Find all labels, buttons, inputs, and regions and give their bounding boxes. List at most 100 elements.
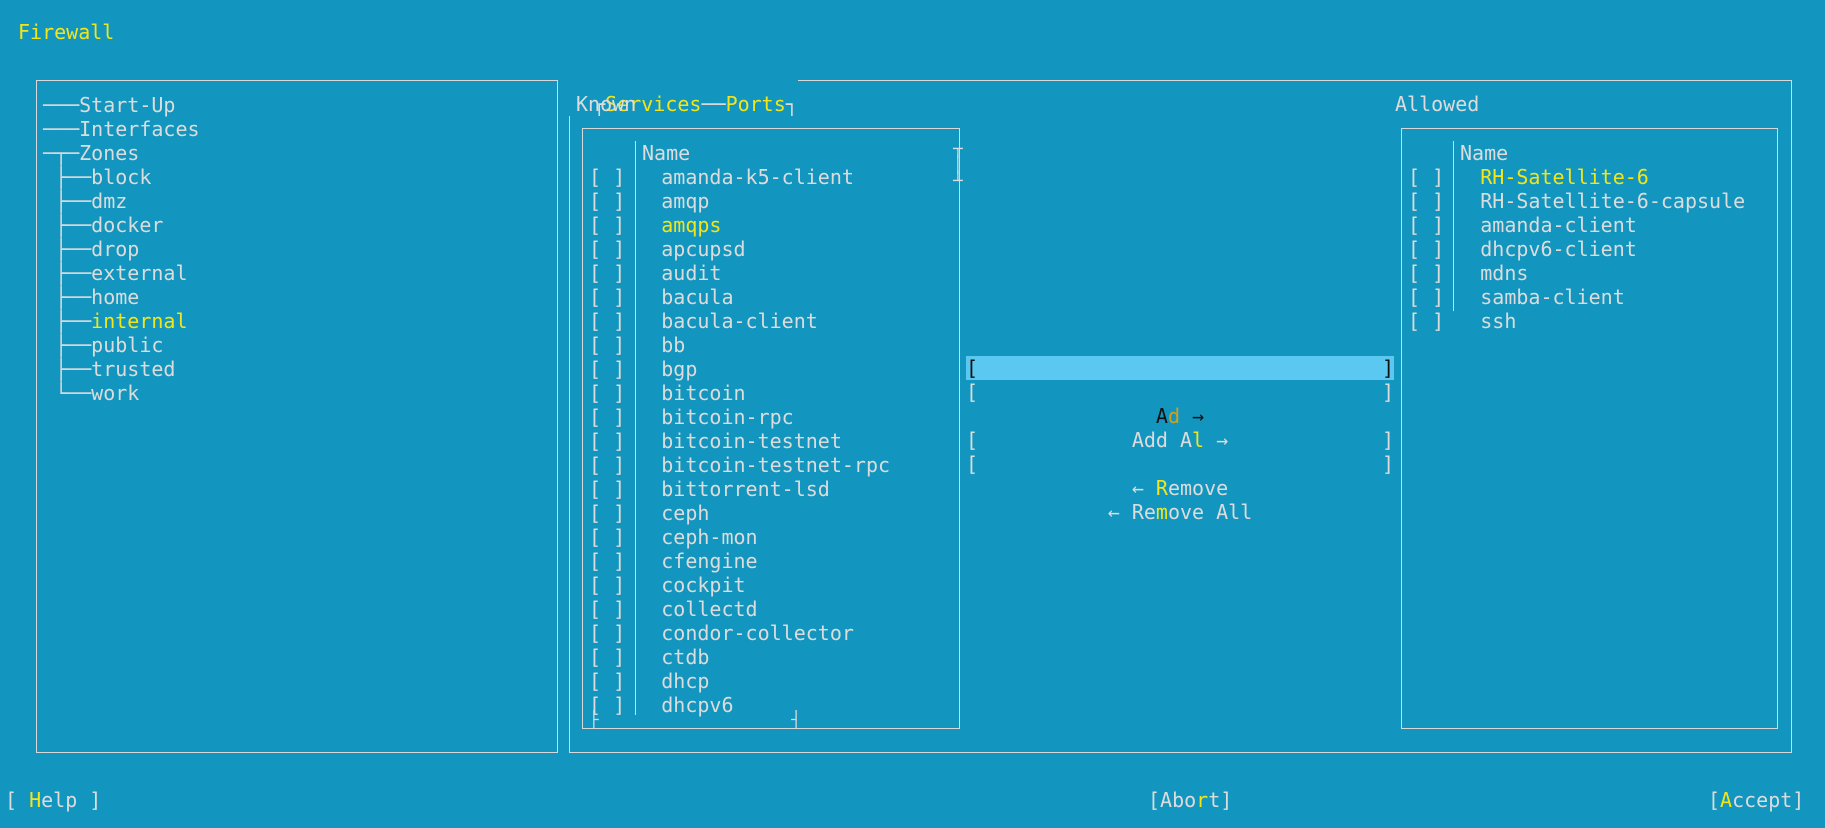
checkbox[interactable]: [ ] (589, 621, 626, 645)
horizontal-scrollbar[interactable]: ├ ┤ (589, 710, 801, 729)
tree-item-public[interactable]: ├──public (43, 333, 164, 357)
list-item[interactable]: [ ] amanda-client (1408, 213, 1745, 237)
list-item[interactable]: [ ] samba-client (1408, 285, 1745, 309)
accept-button[interactable]: [Accept] (1708, 788, 1805, 812)
checkbox[interactable]: [ ] (589, 381, 626, 405)
tree-item-zones[interactable]: ─┬─Zones (43, 141, 140, 165)
checkbox[interactable]: [ ] (589, 405, 626, 429)
checkbox[interactable]: [ ] (589, 453, 626, 477)
checkbox[interactable]: [ ] (589, 477, 626, 501)
remove-all-button[interactable]: [ ← Remove All ] (966, 452, 1394, 524)
list-item[interactable]: [ ] dhcpv6-client (1408, 237, 1745, 261)
list-item[interactable]: [ ] dhcp (589, 669, 890, 693)
list-item[interactable]: [ ] bitcoin-testnet (589, 429, 890, 453)
service-name: RH-Satellite-6 (1480, 165, 1649, 189)
list-item[interactable]: [ ] bacula-client (589, 309, 890, 333)
abort-button[interactable]: [Abort] (1148, 788, 1233, 812)
list-item[interactable]: [ ] RH-Satellite-6-capsule (1408, 189, 1745, 213)
tree-item-label: external (91, 261, 188, 285)
list-item[interactable]: [ ] ceph-mon (589, 525, 890, 549)
list-item[interactable]: [ ] mdns (1408, 261, 1745, 285)
add-all-button[interactable]: [ Add Al → ] (966, 380, 1394, 452)
list-item[interactable]: [ ] ceph (589, 501, 890, 525)
checkbox[interactable]: [ ] (1408, 189, 1445, 213)
remove-button[interactable]: [ ← Remove ] (966, 428, 1394, 500)
tree-item-block[interactable]: ├──block (43, 165, 152, 189)
checkbox[interactable]: [ ] (589, 645, 626, 669)
tree-item-dmz[interactable]: ├──dmz (43, 189, 128, 213)
tree-item-drop[interactable]: ├──drop (43, 237, 140, 261)
tree-item-external[interactable]: ├──external (43, 261, 188, 285)
checkbox[interactable]: [ ] (589, 429, 626, 453)
checkbox[interactable]: [ ] (589, 525, 626, 549)
service-name: ceph-mon (661, 525, 758, 549)
add-button[interactable]: [ Ad → ] (966, 356, 1394, 428)
list-item[interactable]: [ ] cockpit (589, 573, 890, 597)
allowed-services-list[interactable]: Name [ ] RH-Satellite-6[ ] RH-Satellite-… (1401, 128, 1778, 729)
checkbox[interactable]: [ ] (1408, 213, 1445, 237)
list-item[interactable]: [ ] RH-Satellite-6 (1408, 165, 1745, 189)
list-item[interactable]: [ ] bb (589, 333, 890, 357)
list-item[interactable]: [ ] bacula (589, 285, 890, 309)
tree-item-trusted[interactable]: ├──trusted (43, 357, 176, 381)
services-panel (569, 80, 1792, 753)
checkbox[interactable]: [ ] (589, 213, 626, 237)
tree-item-interfaces[interactable]: ───Interfaces (43, 117, 200, 141)
checkbox[interactable]: [ ] (589, 165, 626, 189)
vertical-scrollbar[interactable]: ┬ │ ┴ (953, 139, 963, 190)
list-item[interactable]: [ ] bgp (589, 357, 890, 381)
checkbox[interactable]: [ ] (589, 669, 626, 693)
checkbox[interactable]: [ ] (589, 573, 626, 597)
service-name: RH-Satellite-6-capsule (1480, 189, 1746, 213)
checkbox[interactable]: [ ] (589, 285, 626, 309)
checkbox[interactable]: [ ] (589, 237, 626, 261)
checkbox[interactable]: [ ] (589, 189, 626, 213)
checkbox[interactable]: [ ] (1408, 165, 1445, 189)
checkbox[interactable]: [ ] (589, 549, 626, 573)
list-item[interactable]: [ ] bitcoin (589, 381, 890, 405)
checkbox[interactable]: [ ] (589, 261, 626, 285)
help-button[interactable]: [ Help ] (5, 788, 102, 812)
checkbox[interactable]: [ ] (1408, 237, 1445, 261)
tree-item-internal[interactable]: ├──internal (43, 309, 188, 333)
list-item[interactable]: [ ] ctdb (589, 645, 890, 669)
list-item[interactable]: [ ] bittorrent-lsd (589, 477, 890, 501)
service-name: bacula (661, 285, 734, 309)
checkbox[interactable]: [ ] (589, 501, 626, 525)
list-item[interactable]: [ ] amanda-k5-client (589, 165, 890, 189)
checkbox[interactable]: [ ] (1408, 285, 1445, 309)
service-name: condor-collector (661, 621, 854, 645)
checkbox[interactable]: [ ] (589, 693, 626, 717)
tree-item-start-up[interactable]: ───Start-Up (43, 93, 176, 117)
list-item[interactable]: [ ] ssh (1408, 309, 1745, 333)
checkbox[interactable]: [ ] (589, 597, 626, 621)
checkbox[interactable]: [ ] (1408, 261, 1445, 285)
service-name: apcupsd (661, 237, 746, 261)
tab-services[interactable]: Services (605, 92, 702, 116)
checkbox[interactable]: [ ] (1408, 309, 1445, 333)
service-name: cockpit (661, 573, 746, 597)
checkbox[interactable]: [ ] (589, 357, 626, 381)
list-item[interactable]: [ ] apcupsd (589, 237, 890, 261)
tab-ports[interactable]: Ports (725, 92, 786, 116)
list-item[interactable]: [ ] condor-collector (589, 621, 890, 645)
tree-item-label: dmz (91, 189, 128, 213)
list-item[interactable]: [ ] collectd (589, 597, 890, 621)
list-item[interactable]: [ ] bitcoin-testnet-rpc (589, 453, 890, 477)
list-item[interactable]: [ ] bitcoin-rpc (589, 405, 890, 429)
list-item[interactable]: [ ] cfengine (589, 549, 890, 573)
list-item[interactable]: [ ] dhcpv6 (589, 693, 890, 717)
list-item[interactable]: [ ] amqp (589, 189, 890, 213)
tree-item-label: public (91, 333, 164, 357)
list-item[interactable]: [ ] audit (589, 261, 890, 285)
tree-item-docker[interactable]: ├──docker (43, 213, 164, 237)
checkbox[interactable]: [ ] (589, 309, 626, 333)
tree-item-label: Start-Up (79, 93, 176, 117)
tree-item-work[interactable]: └──work (43, 381, 140, 405)
known-services-list[interactable]: Name [ ] amanda-k5-client[ ] amqp[ ] amq… (582, 128, 963, 729)
tree-item-label: drop (91, 237, 140, 261)
tree-item-label: work (91, 381, 140, 405)
checkbox[interactable]: [ ] (589, 333, 626, 357)
list-item[interactable]: [ ] amqps (589, 213, 890, 237)
tree-item-home[interactable]: ├──home (43, 285, 140, 309)
